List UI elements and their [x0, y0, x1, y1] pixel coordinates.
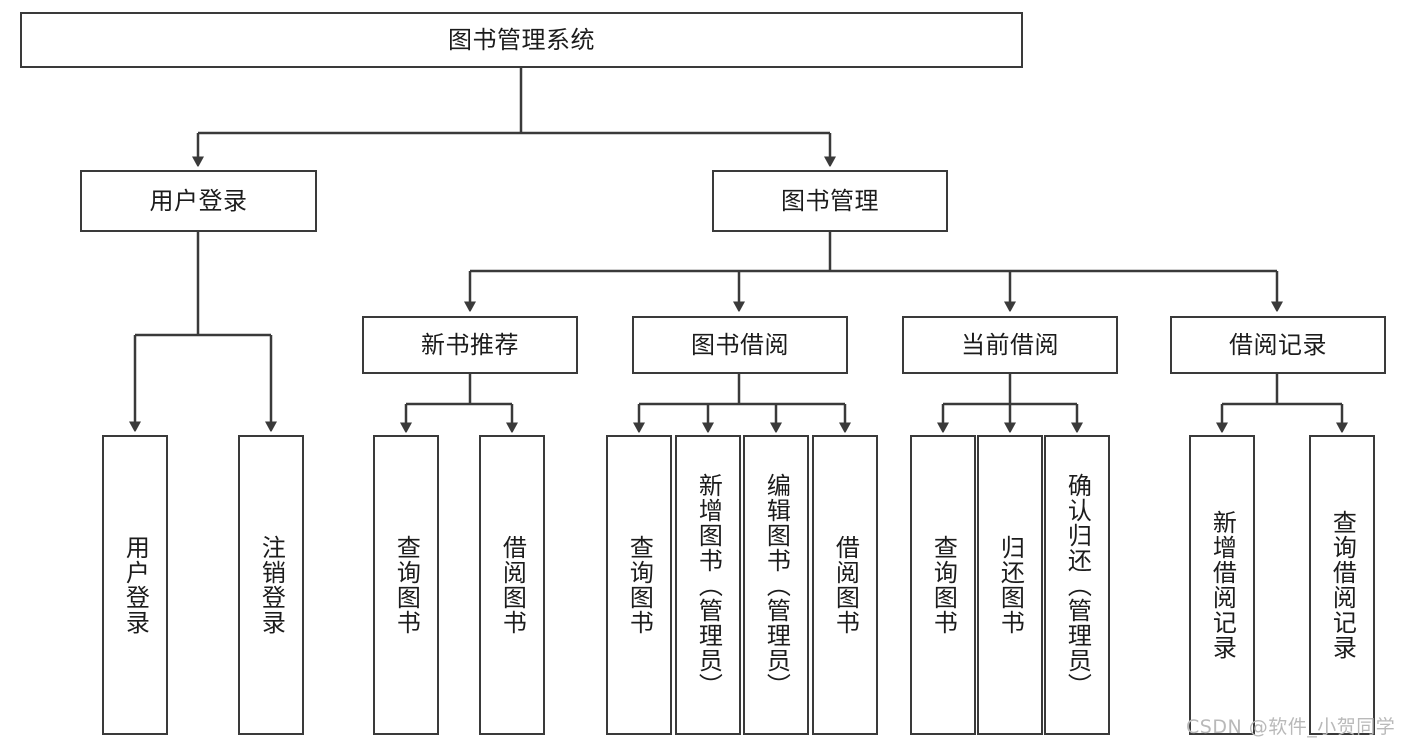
node-leaf-return-book[interactable]: 归还图书 [977, 435, 1043, 735]
node-leaf-borrow-book-recommend[interactable]: 借阅图书 [479, 435, 545, 735]
node-label: 新增借阅记录 [1208, 510, 1237, 660]
node-label: 图书管理 [781, 186, 879, 215]
node-label: 用户登录 [121, 535, 150, 635]
node-label: 图书借阅 [691, 330, 789, 359]
node-leaf-user-login[interactable]: 用户登录 [102, 435, 168, 735]
node-label: 查询借阅记录 [1328, 510, 1357, 660]
node-current-borrow[interactable]: 当前借阅 [902, 316, 1118, 374]
node-leaf-add-borrow-record[interactable]: 新增借阅记录 [1189, 435, 1255, 735]
node-label: 用户登录 [149, 186, 248, 215]
node-label: 查询图书 [929, 535, 958, 635]
node-leaf-borrow-book[interactable]: 借阅图书 [812, 435, 878, 735]
node-leaf-confirm-return[interactable]: 确认归还（管理员） [1044, 435, 1110, 735]
node-leaf-edit-book[interactable]: 编辑图书（管理员） [743, 435, 809, 735]
node-label: 当前借阅 [961, 330, 1059, 359]
node-leaf-query-book-current[interactable]: 查询图书 [910, 435, 976, 735]
node-leaf-query-book-borrow[interactable]: 查询图书 [606, 435, 672, 735]
node-label: 借阅图书 [498, 535, 527, 635]
node-new-book-recommend[interactable]: 新书推荐 [362, 316, 578, 374]
node-leaf-add-book[interactable]: 新增图书（管理员） [675, 435, 741, 735]
node-book-management[interactable]: 图书管理 [712, 170, 948, 232]
node-label: 借阅记录 [1229, 330, 1327, 359]
node-label: 图书管理系统 [448, 25, 595, 54]
node-label: 编辑图书（管理员） [762, 472, 791, 698]
node-leaf-query-borrow-record[interactable]: 查询借阅记录 [1309, 435, 1375, 735]
node-leaf-logout-login[interactable]: 注销登录 [238, 435, 304, 735]
csdn-watermark: CSDN @软件_小贺同学 [1186, 716, 1396, 738]
node-book-borrow[interactable]: 图书借阅 [632, 316, 848, 374]
node-leaf-query-book-recommend[interactable]: 查询图书 [373, 435, 439, 735]
node-label: 新增图书（管理员） [694, 472, 723, 698]
node-user-login[interactable]: 用户登录 [80, 170, 317, 232]
node-borrow-record[interactable]: 借阅记录 [1170, 316, 1386, 374]
node-label: 注销登录 [257, 535, 286, 635]
node-label: 查询图书 [625, 535, 654, 635]
node-label: 借阅图书 [831, 535, 860, 635]
node-label: 新书推荐 [421, 330, 519, 359]
node-label: 确认归还（管理员） [1063, 472, 1092, 698]
node-book-management-system[interactable]: 图书管理系统 [20, 12, 1023, 68]
node-label: 查询图书 [392, 535, 421, 635]
node-label: 归还图书 [996, 535, 1025, 635]
